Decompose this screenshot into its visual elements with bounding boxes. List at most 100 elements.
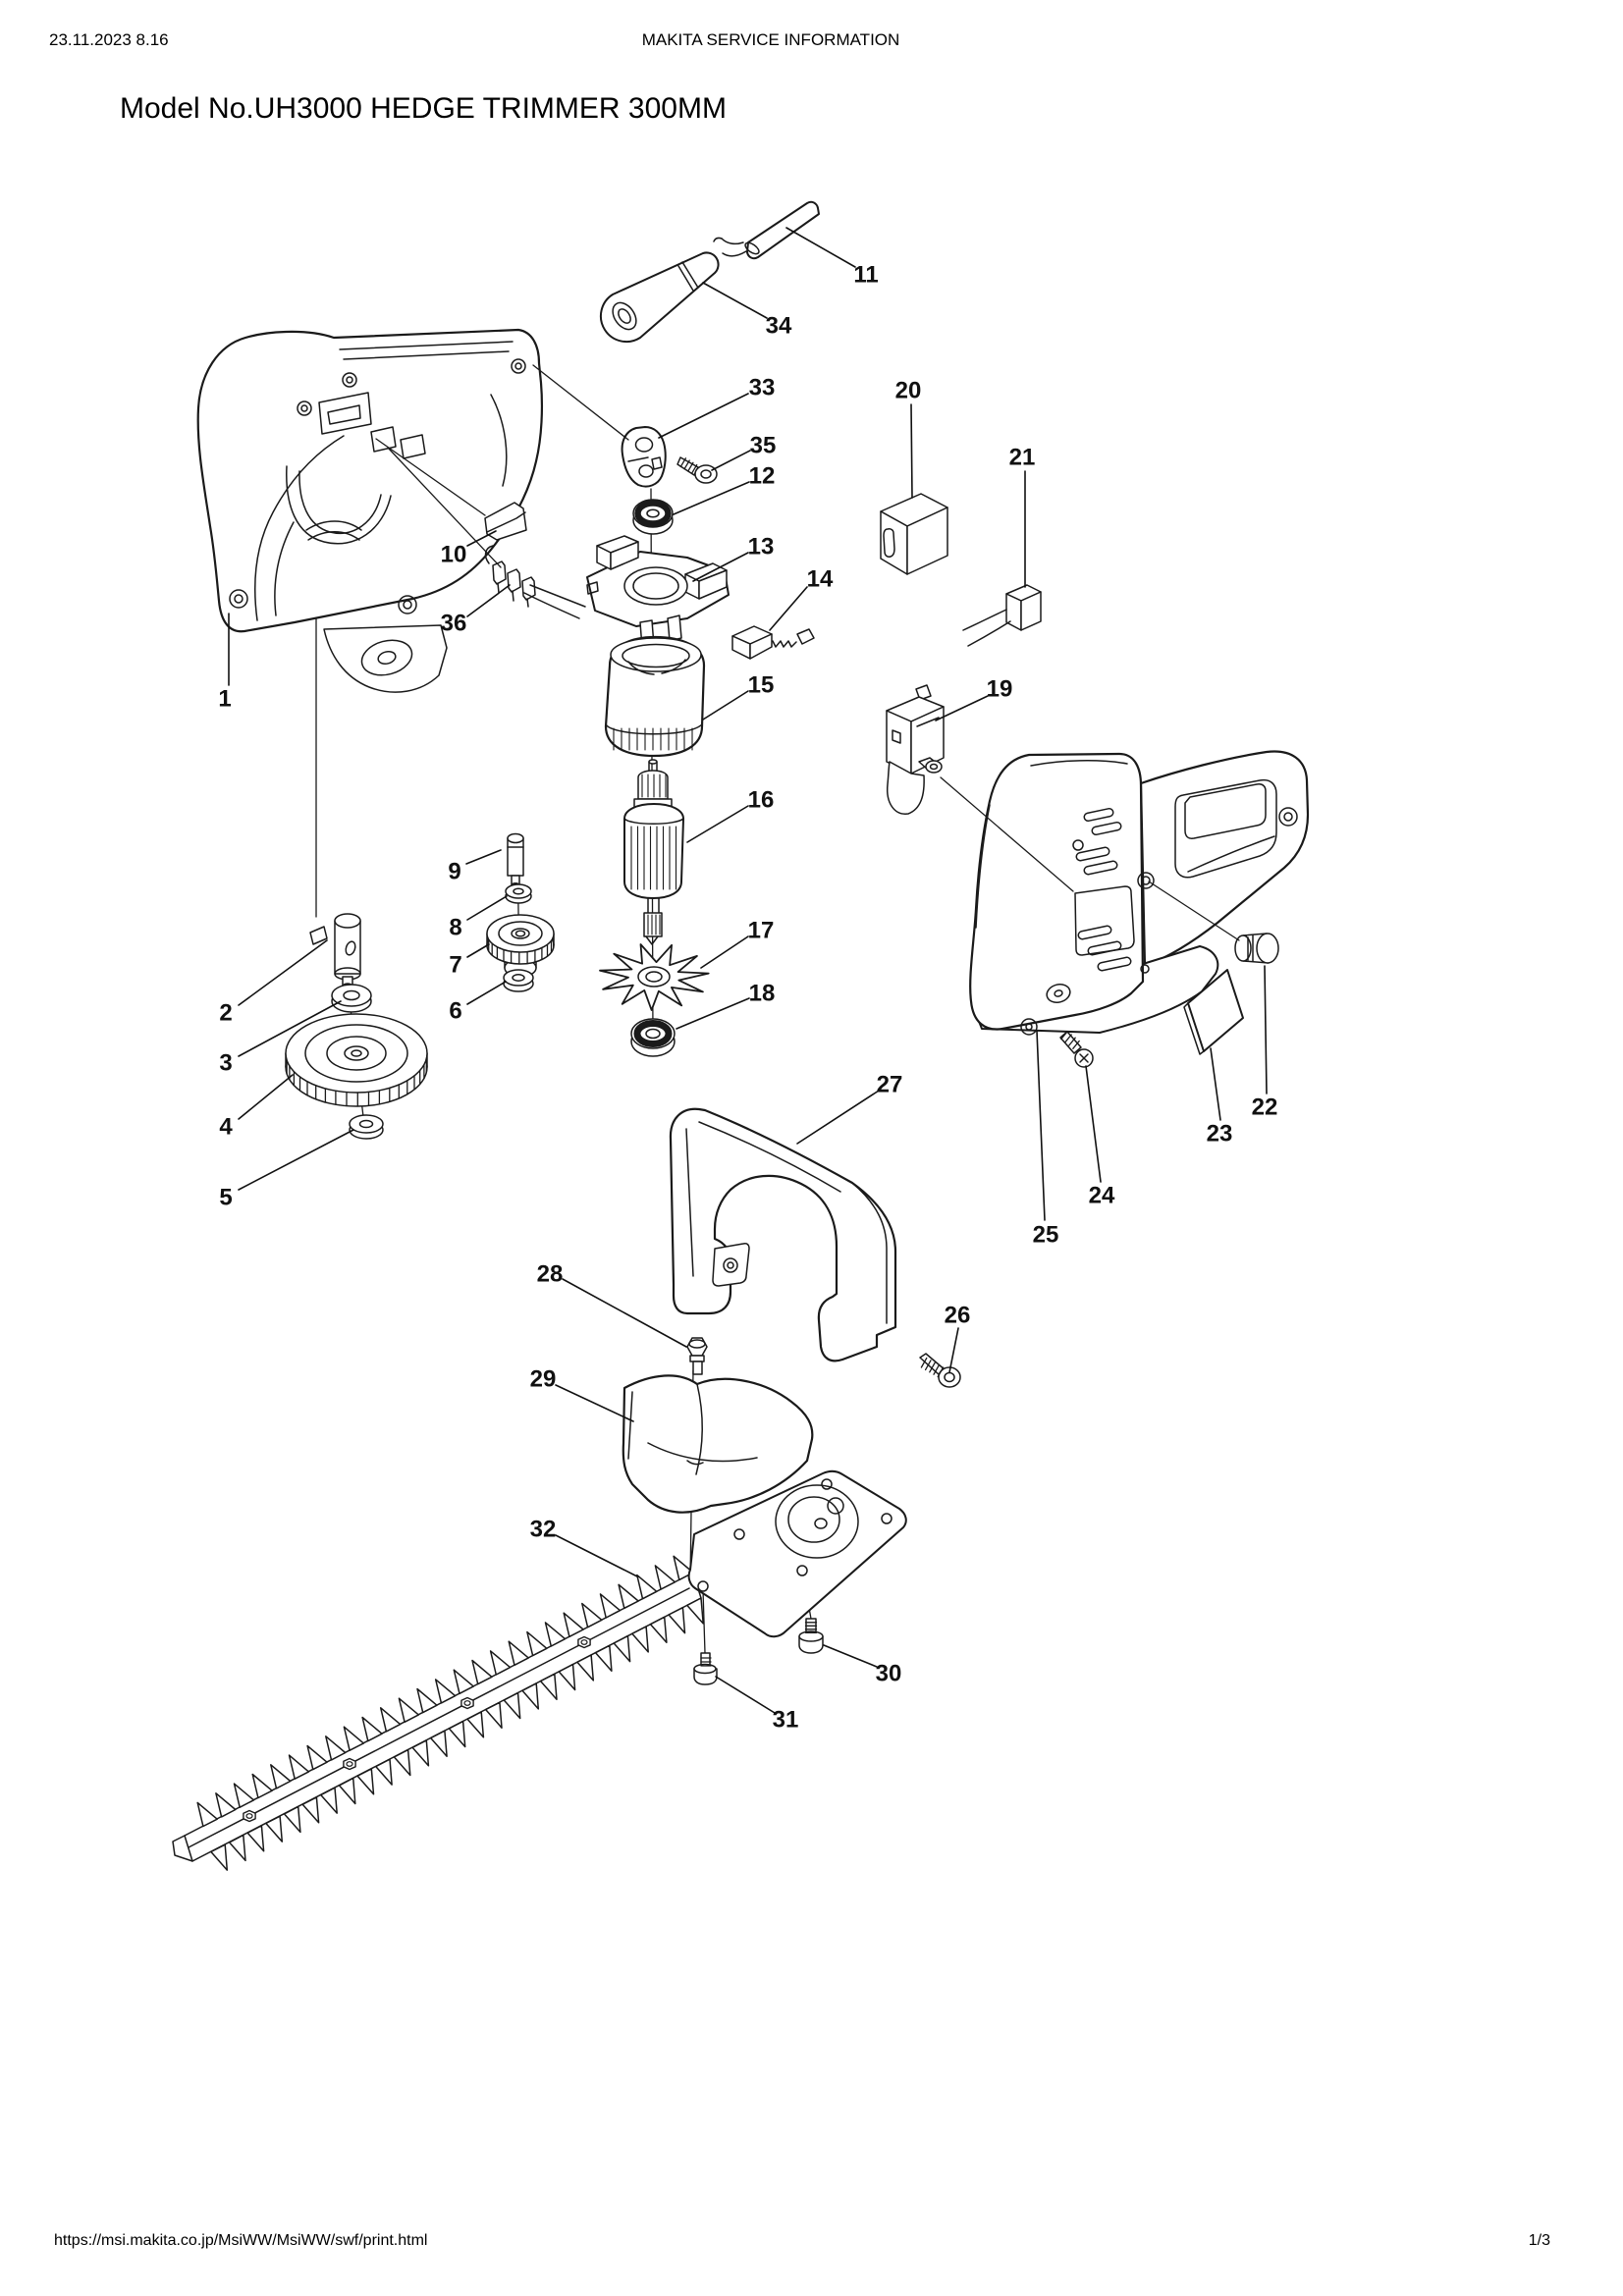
part-20-capacitor — [880, 493, 948, 575]
part-24-screw — [1059, 1031, 1094, 1068]
part-27-front-handle — [669, 1107, 897, 1362]
assembly-lines-over — [375, 364, 1240, 941]
callout-32: 32 — [530, 1517, 557, 1543]
callout-leader-10 — [466, 530, 497, 547]
callout-leader-16 — [686, 805, 749, 843]
part-32-blade-assembly — [172, 1469, 907, 1871]
callout-leader-20 — [910, 403, 913, 499]
part-21-connector — [962, 584, 1042, 647]
callout-28: 28 — [537, 1261, 564, 1288]
callout-17: 17 — [748, 918, 775, 944]
callout-11: 11 — [853, 262, 878, 289]
header-datetime: 23.11.2023 8.16 — [49, 30, 169, 49]
part-16-armature — [623, 759, 684, 945]
callout-25: 25 — [1033, 1222, 1059, 1249]
part-7-pinion-gear — [486, 914, 555, 978]
callout-leader-29 — [555, 1384, 634, 1422]
callout-24: 24 — [1089, 1183, 1115, 1209]
part-14-carbon-brush — [731, 625, 815, 660]
part-13-brush-holder — [586, 535, 730, 649]
callout-9: 9 — [448, 859, 460, 885]
callout-leader-14 — [769, 586, 808, 631]
callout-4: 4 — [219, 1114, 233, 1141]
callout-7: 7 — [449, 952, 461, 979]
callout-leader-30 — [823, 1644, 878, 1668]
callout-leader-33 — [658, 393, 749, 439]
part-30-screw — [798, 1618, 824, 1654]
callout-leader-19 — [935, 695, 989, 721]
part-15-field — [604, 635, 706, 758]
callout-leader-2 — [238, 939, 328, 1006]
part-11-power-cord — [713, 200, 820, 260]
part-29-hand-guard — [622, 1374, 814, 1514]
callout-leader-4 — [238, 1074, 294, 1120]
callout-26: 26 — [945, 1303, 971, 1329]
callout-leader-25 — [1036, 1030, 1046, 1221]
part-23-plate — [1183, 969, 1244, 1055]
part-28-bolt — [686, 1337, 708, 1375]
blade-nuts — [243, 1635, 591, 1823]
callout-29: 29 — [530, 1366, 557, 1393]
callout-leader-9 — [465, 849, 502, 865]
callout-leader-26 — [948, 1327, 959, 1373]
part-31-screw — [693, 1652, 718, 1685]
part-3-flat-washer — [331, 984, 372, 1013]
callout-31: 31 — [773, 1707, 799, 1734]
callout-leader-34 — [702, 282, 768, 319]
part-33-retainer-plate — [621, 426, 667, 488]
part-1-motor-housing — [196, 328, 544, 693]
part-callouts: 1234567891011121314151617181920212223242… — [218, 227, 1278, 1734]
part-9-pin — [507, 832, 524, 888]
callout-6: 6 — [449, 998, 461, 1025]
callout-8: 8 — [449, 915, 461, 941]
callout-13: 13 — [748, 534, 775, 561]
footer-url: https://msi.makita.co.jp/MsiWW/MsiWW/swf… — [54, 2232, 428, 2249]
callout-2: 2 — [219, 1000, 232, 1027]
part-26-screw — [919, 1353, 961, 1388]
callout-20: 20 — [895, 378, 922, 404]
callout-34: 34 — [766, 313, 792, 340]
part-18-ball-bearing — [630, 1018, 676, 1057]
part-17-fan — [599, 943, 710, 1011]
callout-27: 27 — [877, 1072, 903, 1098]
callout-leader-27 — [796, 1090, 880, 1145]
callout-leader-18 — [676, 997, 750, 1030]
callout-21: 21 — [1009, 445, 1036, 471]
callout-5: 5 — [219, 1185, 232, 1211]
callout-leader-31 — [715, 1676, 776, 1714]
callout-18: 18 — [749, 981, 776, 1007]
part-34-cord-guard — [599, 251, 720, 344]
callout-leader-17 — [700, 935, 749, 969]
callout-15: 15 — [748, 672, 775, 699]
callout-30: 30 — [876, 1661, 902, 1687]
callout-leader-11 — [785, 227, 856, 268]
callout-leader-13 — [692, 552, 749, 582]
callout-3: 3 — [219, 1050, 232, 1077]
callout-33: 33 — [749, 375, 776, 401]
callout-leader-22 — [1264, 965, 1268, 1095]
part-19-switch — [886, 684, 945, 815]
callout-leader-36 — [466, 584, 511, 617]
callout-leader-28 — [562, 1278, 687, 1348]
part-22-knob — [1234, 933, 1279, 964]
callout-12: 12 — [749, 463, 776, 490]
blade-teeth — [196, 1555, 704, 1871]
callout-leader-23 — [1210, 1047, 1221, 1121]
header-title: MAKITA SERVICE INFORMATION — [641, 30, 900, 49]
part-36-terminal — [484, 545, 586, 619]
callout-10: 10 — [441, 542, 467, 568]
callout-22: 22 — [1252, 1095, 1278, 1121]
callout-leader-7 — [466, 943, 490, 958]
part-25-handle-housing — [969, 750, 1310, 1036]
callout-leader-5 — [238, 1129, 354, 1191]
footer-page-number: 1/3 — [1528, 2232, 1550, 2249]
screw-threads — [679, 457, 1080, 1667]
callout-leader-8 — [466, 895, 508, 921]
callout-35: 35 — [750, 433, 777, 459]
model-title: Model No.UH3000 HEDGE TRIMMER 300MM — [120, 92, 727, 125]
callout-19: 19 — [987, 676, 1013, 703]
callout-leader-32 — [555, 1534, 638, 1577]
callout-leader-12 — [673, 481, 750, 515]
callout-leader-6 — [466, 981, 507, 1005]
